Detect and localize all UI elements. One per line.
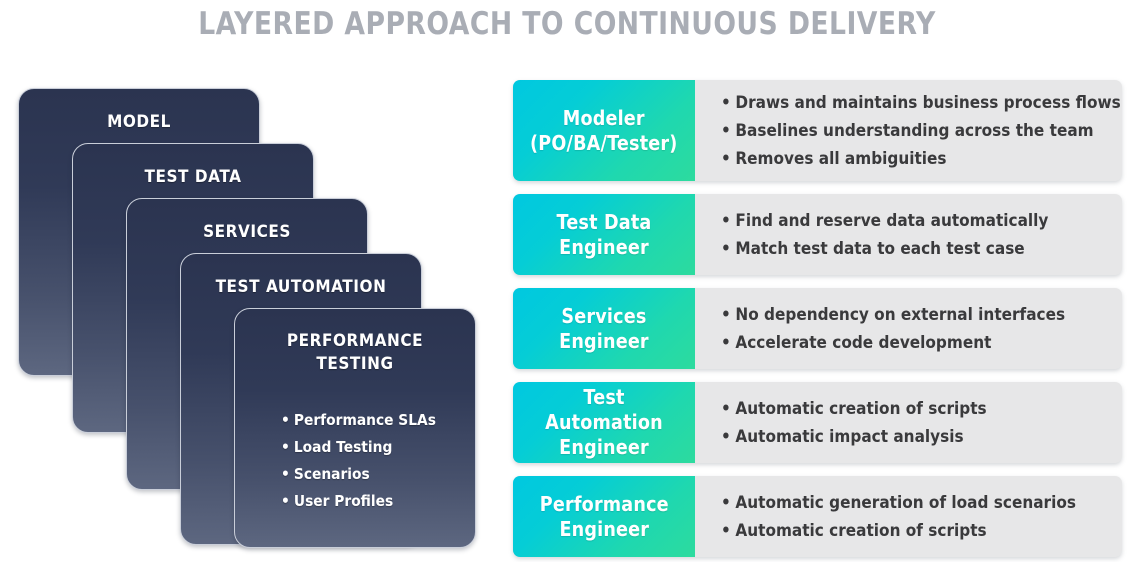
layer-card-title: MODEL xyxy=(107,112,171,132)
list-item: Accelerate code development xyxy=(721,329,1082,357)
roles-list: Modeler(PO/BA/Tester) Draws and maintain… xyxy=(513,0,1134,562)
list-item: Automatic creation of scripts xyxy=(721,517,1082,545)
list-item: Scenarios xyxy=(281,461,436,488)
list-item: Automatic creation of scripts xyxy=(721,395,1082,423)
list-item: Automatic generation of load scenarios xyxy=(721,489,1082,517)
layer-card-bullet-list: Performance SLAs Load Testing Scenarios … xyxy=(281,407,449,515)
role-points-list: Automatic creation of scripts Automatic … xyxy=(695,382,1122,463)
list-item: Automatic impact analysis xyxy=(721,423,1082,451)
role-points-list: Find and reserve data automatically Matc… xyxy=(695,194,1122,275)
list-item: Load Testing xyxy=(281,434,436,461)
list-item: Performance SLAs xyxy=(281,407,436,434)
list-item: No dependency on external interfaces xyxy=(721,301,1082,329)
role-label-block: Modeler(PO/BA/Tester) xyxy=(513,80,695,181)
list-item: Draws and maintains business process flo… xyxy=(721,89,1120,117)
role-points-list: No dependency on external interfaces Acc… xyxy=(695,288,1122,369)
list-item: User Profiles xyxy=(281,488,436,515)
role-row-modeler: Modeler(PO/BA/Tester) Draws and maintain… xyxy=(513,80,1122,181)
list-item: Find and reserve data automatically xyxy=(721,207,1082,235)
layer-card-title: TEST DATA xyxy=(144,167,242,187)
page-title: LAYERED APPROACH TO CONTINUOUS DELIVERY xyxy=(198,6,936,42)
list-item: Removes all ambiguities xyxy=(721,145,1121,173)
role-label-text: Modeler(PO/BA/Tester) xyxy=(530,105,678,155)
layer-card-title: SERVICES xyxy=(203,222,291,242)
role-points-list: Automatic generation of load scenarios A… xyxy=(695,476,1122,557)
list-item: Match test data to each test case xyxy=(721,235,1082,263)
layer-card-title: TEST AUTOMATION xyxy=(215,277,387,297)
role-points-list: Draws and maintains business process flo… xyxy=(695,80,1122,181)
list-item: Baselines understanding across the team xyxy=(721,117,1121,145)
layered-stack-diagram: MODEL TEST DATA SERVICES TEST AUTOMATION… xyxy=(0,0,500,562)
